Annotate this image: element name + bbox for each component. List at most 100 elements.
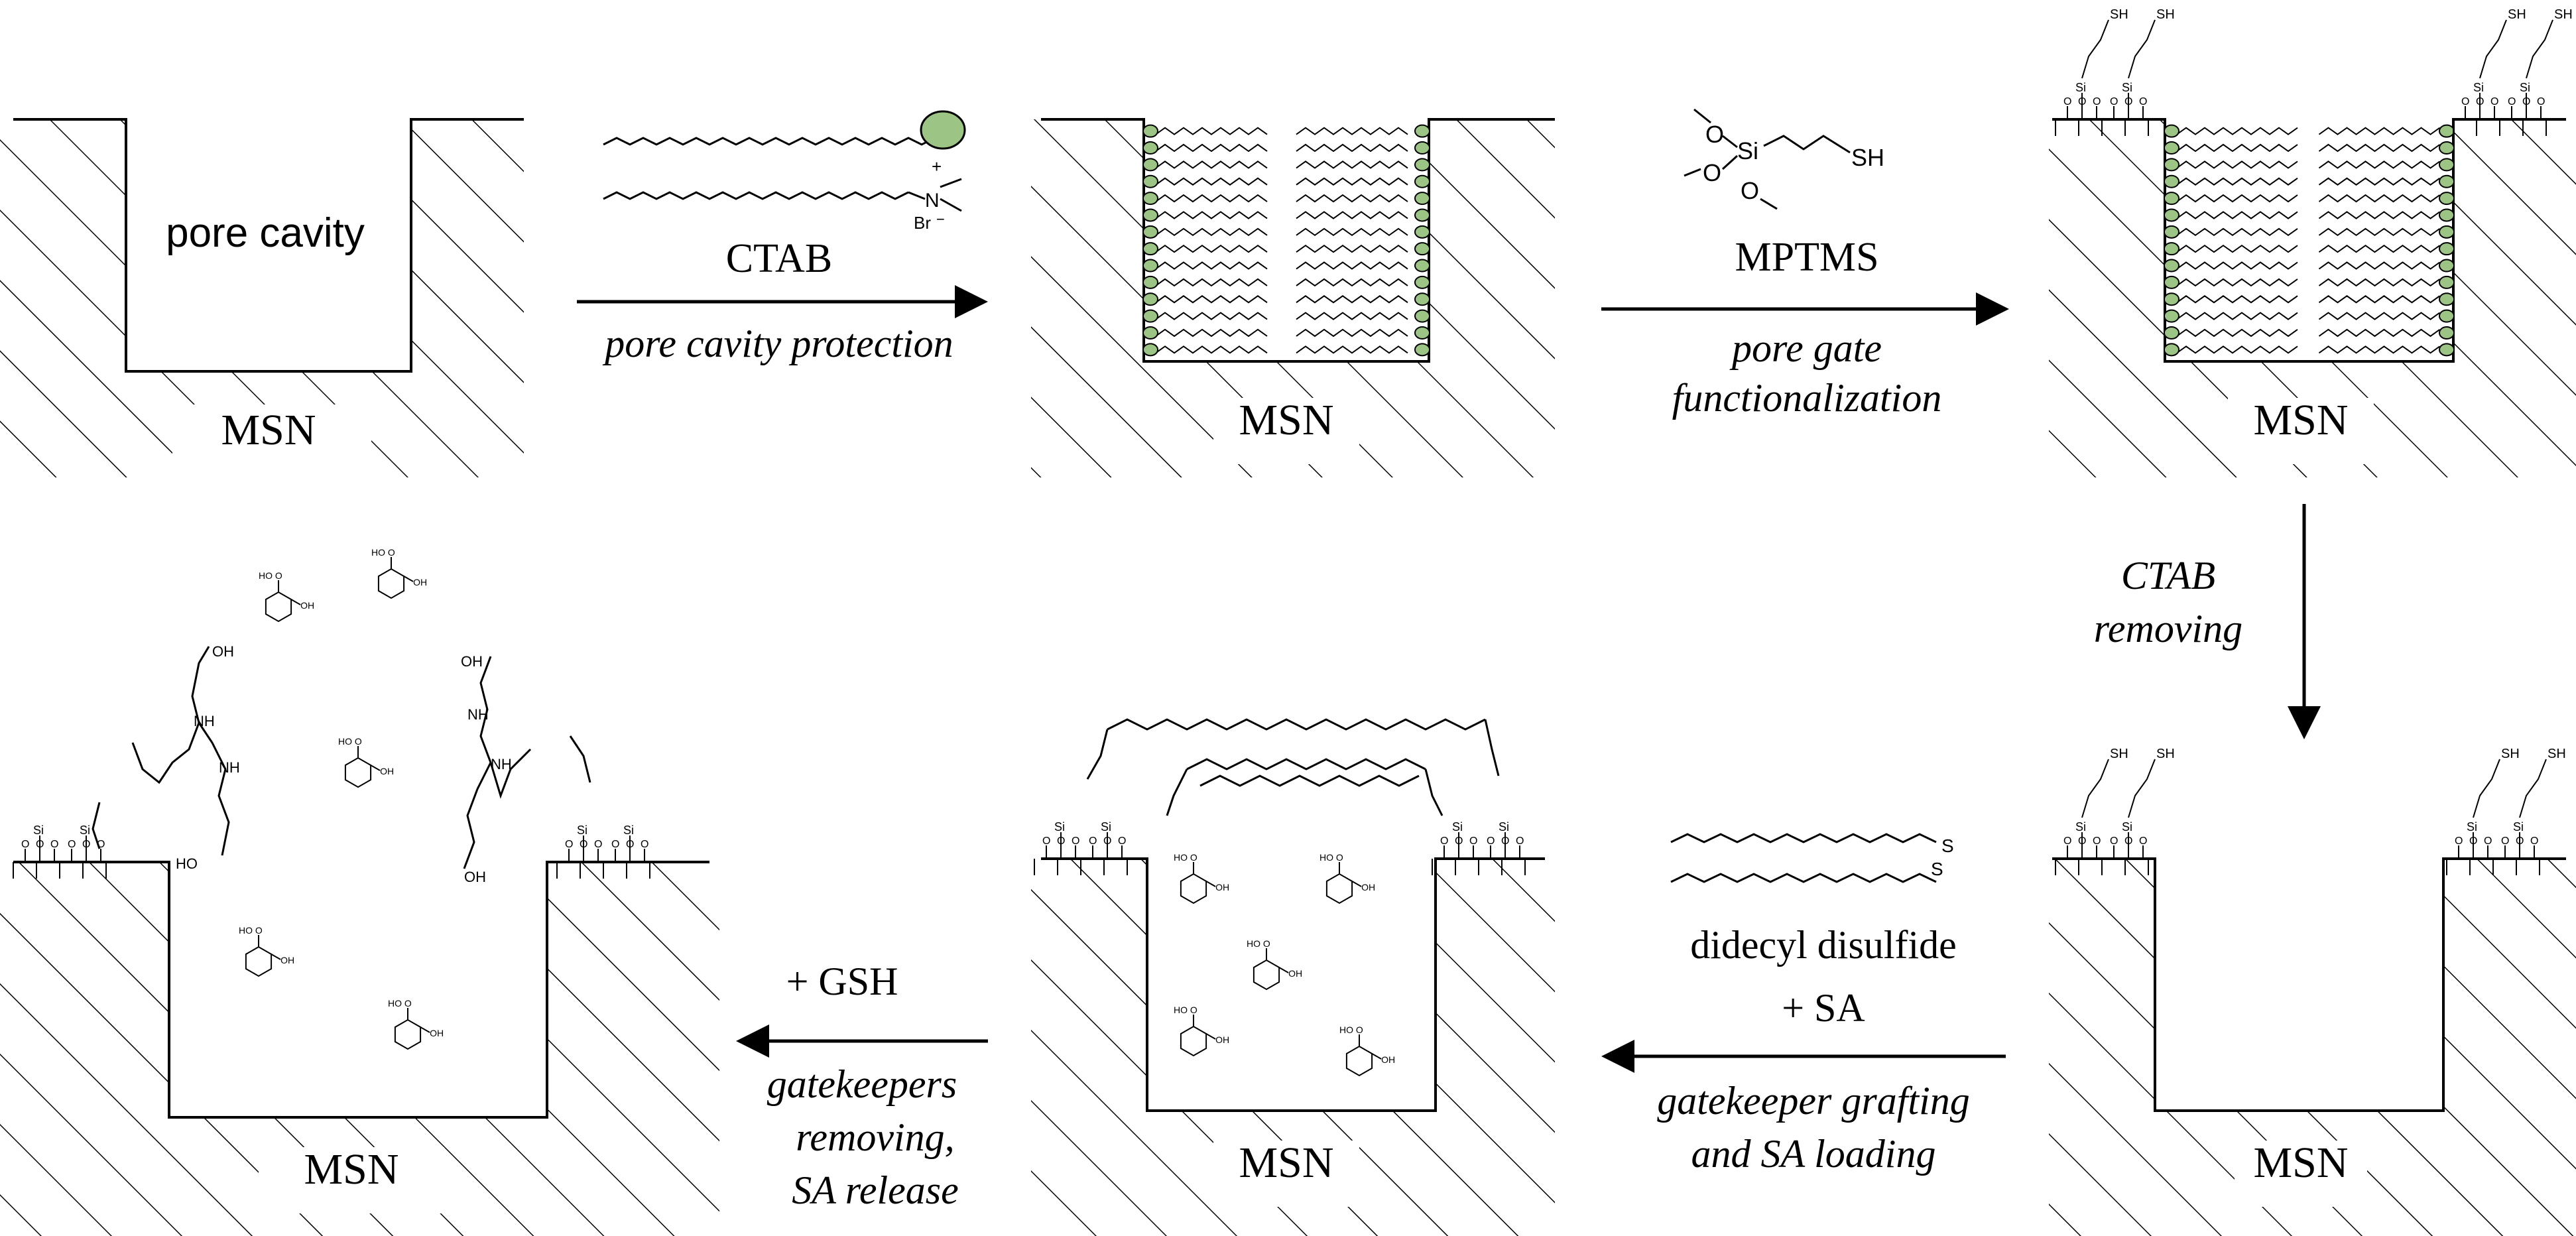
step-gatekeeper-grafting: S S didecyl disulfide + SA gatekeeper gr… bbox=[1601, 833, 2006, 1176]
ctab-chain bbox=[2318, 227, 2441, 237]
o-atom: O bbox=[1487, 835, 1495, 847]
o-atom: O bbox=[2078, 96, 2086, 107]
ctab-headgroup bbox=[1142, 309, 1158, 323]
ctab-chain bbox=[1296, 244, 1408, 253]
nh-label: NH bbox=[467, 706, 489, 723]
ctab-chain bbox=[1155, 328, 1268, 338]
ctab-micelle-stack bbox=[1142, 124, 1430, 357]
o-atom: O bbox=[2124, 96, 2132, 107]
si-atom: Si bbox=[1101, 820, 1111, 834]
ctab-headgroup bbox=[2164, 292, 2179, 306]
ctab-chain bbox=[1296, 177, 1408, 186]
si-atom: Si bbox=[2122, 820, 2132, 834]
ctab-headgroup bbox=[2439, 326, 2455, 340]
hydroxyl-label: OH bbox=[1288, 968, 1302, 979]
o-atom: O bbox=[50, 839, 58, 850]
benzene-ring bbox=[1345, 1045, 1373, 1077]
benzene-ring bbox=[265, 591, 292, 623]
o-atom: O bbox=[1455, 835, 1463, 847]
o-atom: O bbox=[2508, 96, 2516, 107]
ctab-chain bbox=[1155, 143, 1268, 153]
si-atom: Si bbox=[1452, 820, 1463, 834]
oh-label: OH bbox=[212, 643, 234, 660]
s-atom: S bbox=[1941, 835, 1954, 856]
ctab-headgroup bbox=[1142, 292, 1158, 306]
didecyl-label: didecyl disulfide bbox=[1690, 923, 1957, 967]
ctab-structure: N + Br − bbox=[603, 156, 962, 233]
step-ctab-removing: CTAB removing bbox=[2094, 504, 2321, 739]
ctab-chain bbox=[2318, 194, 2441, 203]
ctab-chain bbox=[2176, 177, 2298, 186]
ctab-headgroup bbox=[2439, 225, 2455, 239]
ctab-chain bbox=[1155, 295, 1268, 304]
benzene-ring bbox=[1180, 1025, 1207, 1057]
ctab-chain bbox=[1155, 244, 1268, 253]
ctab-headgroup bbox=[2164, 124, 2179, 138]
ctab-chain bbox=[2176, 194, 2298, 203]
ctab-chain bbox=[2176, 160, 2298, 169]
o-atom: O bbox=[2124, 835, 2132, 847]
carboxyl-label: HO O bbox=[259, 570, 282, 581]
ctab-chain bbox=[1296, 345, 1408, 354]
si-atom: Si bbox=[2122, 81, 2132, 94]
ctab-chain bbox=[1155, 345, 1268, 354]
o-atom: O bbox=[68, 839, 76, 850]
ctab-chain bbox=[2176, 244, 2298, 253]
o-atom: O bbox=[2516, 835, 2524, 847]
carboxyl-label: HO O bbox=[1339, 1024, 1363, 1035]
nh-label: NH bbox=[491, 756, 512, 772]
sh-group: SH bbox=[2508, 7, 2526, 22]
ctab-micelle-stack bbox=[2164, 124, 2455, 357]
hydroxyl-label: OH bbox=[380, 766, 394, 776]
ctab-headgroup bbox=[2439, 124, 2455, 138]
o-atom: O bbox=[2530, 835, 2538, 847]
ctab-chain bbox=[1296, 278, 1408, 287]
ctab-headgroup bbox=[1414, 174, 1430, 188]
o-atom: O bbox=[2110, 835, 2118, 847]
gsh-atom-labels: NH NH OH HO NH NH OH OH bbox=[176, 643, 512, 885]
o-atom: O bbox=[2078, 835, 2086, 847]
o-atom: O bbox=[641, 839, 648, 850]
hydroxyl-label: OH bbox=[300, 600, 314, 611]
panel-ctab-msn: MSN bbox=[1031, 118, 1555, 477]
ctab-headgroup bbox=[1414, 124, 1430, 138]
o-atom: O bbox=[2063, 96, 2071, 107]
o-atom: O bbox=[626, 839, 634, 850]
ctab-headgroup bbox=[2439, 158, 2455, 172]
o-atom: O bbox=[1741, 177, 1759, 204]
ctab-chain bbox=[2318, 244, 2441, 253]
si-atom: Si bbox=[1054, 820, 1065, 834]
step-gsh-release: + GSH gatekeepers removing, SA release bbox=[736, 959, 988, 1212]
si-atom: Si bbox=[1737, 137, 1758, 164]
ctab-chain bbox=[2318, 278, 2441, 287]
ctab-headgroup bbox=[2439, 275, 2455, 289]
nitrogen-label: N bbox=[925, 190, 940, 212]
sh-group: SH bbox=[2547, 747, 2566, 761]
ctab-headgroup bbox=[1142, 174, 1158, 188]
hydroxyl-label: OH bbox=[280, 955, 294, 965]
ctab-chain bbox=[1296, 328, 1408, 338]
ctab-chain bbox=[1296, 127, 1408, 135]
o-atom: O bbox=[1440, 835, 1448, 847]
ctab-chain bbox=[2318, 328, 2441, 338]
hydroxyl-label: OH bbox=[1381, 1054, 1395, 1065]
plus-gsh-label: + GSH bbox=[786, 959, 898, 1003]
o-atom: O bbox=[1501, 835, 1509, 847]
ctab-chain bbox=[2176, 127, 2298, 135]
o-atom: O bbox=[2063, 835, 2071, 847]
ctab-chain bbox=[2318, 345, 2441, 354]
si-atom: Si bbox=[623, 824, 634, 837]
msn-surface-line bbox=[13, 118, 524, 373]
si-atom: Si bbox=[2520, 81, 2530, 94]
ctab-headgroup bbox=[2164, 192, 2179, 206]
ctab-chain bbox=[2318, 312, 2441, 320]
sh-group: SH bbox=[2554, 7, 2573, 22]
o-atom: O bbox=[2139, 96, 2147, 107]
ctab-chain bbox=[1155, 227, 1268, 237]
